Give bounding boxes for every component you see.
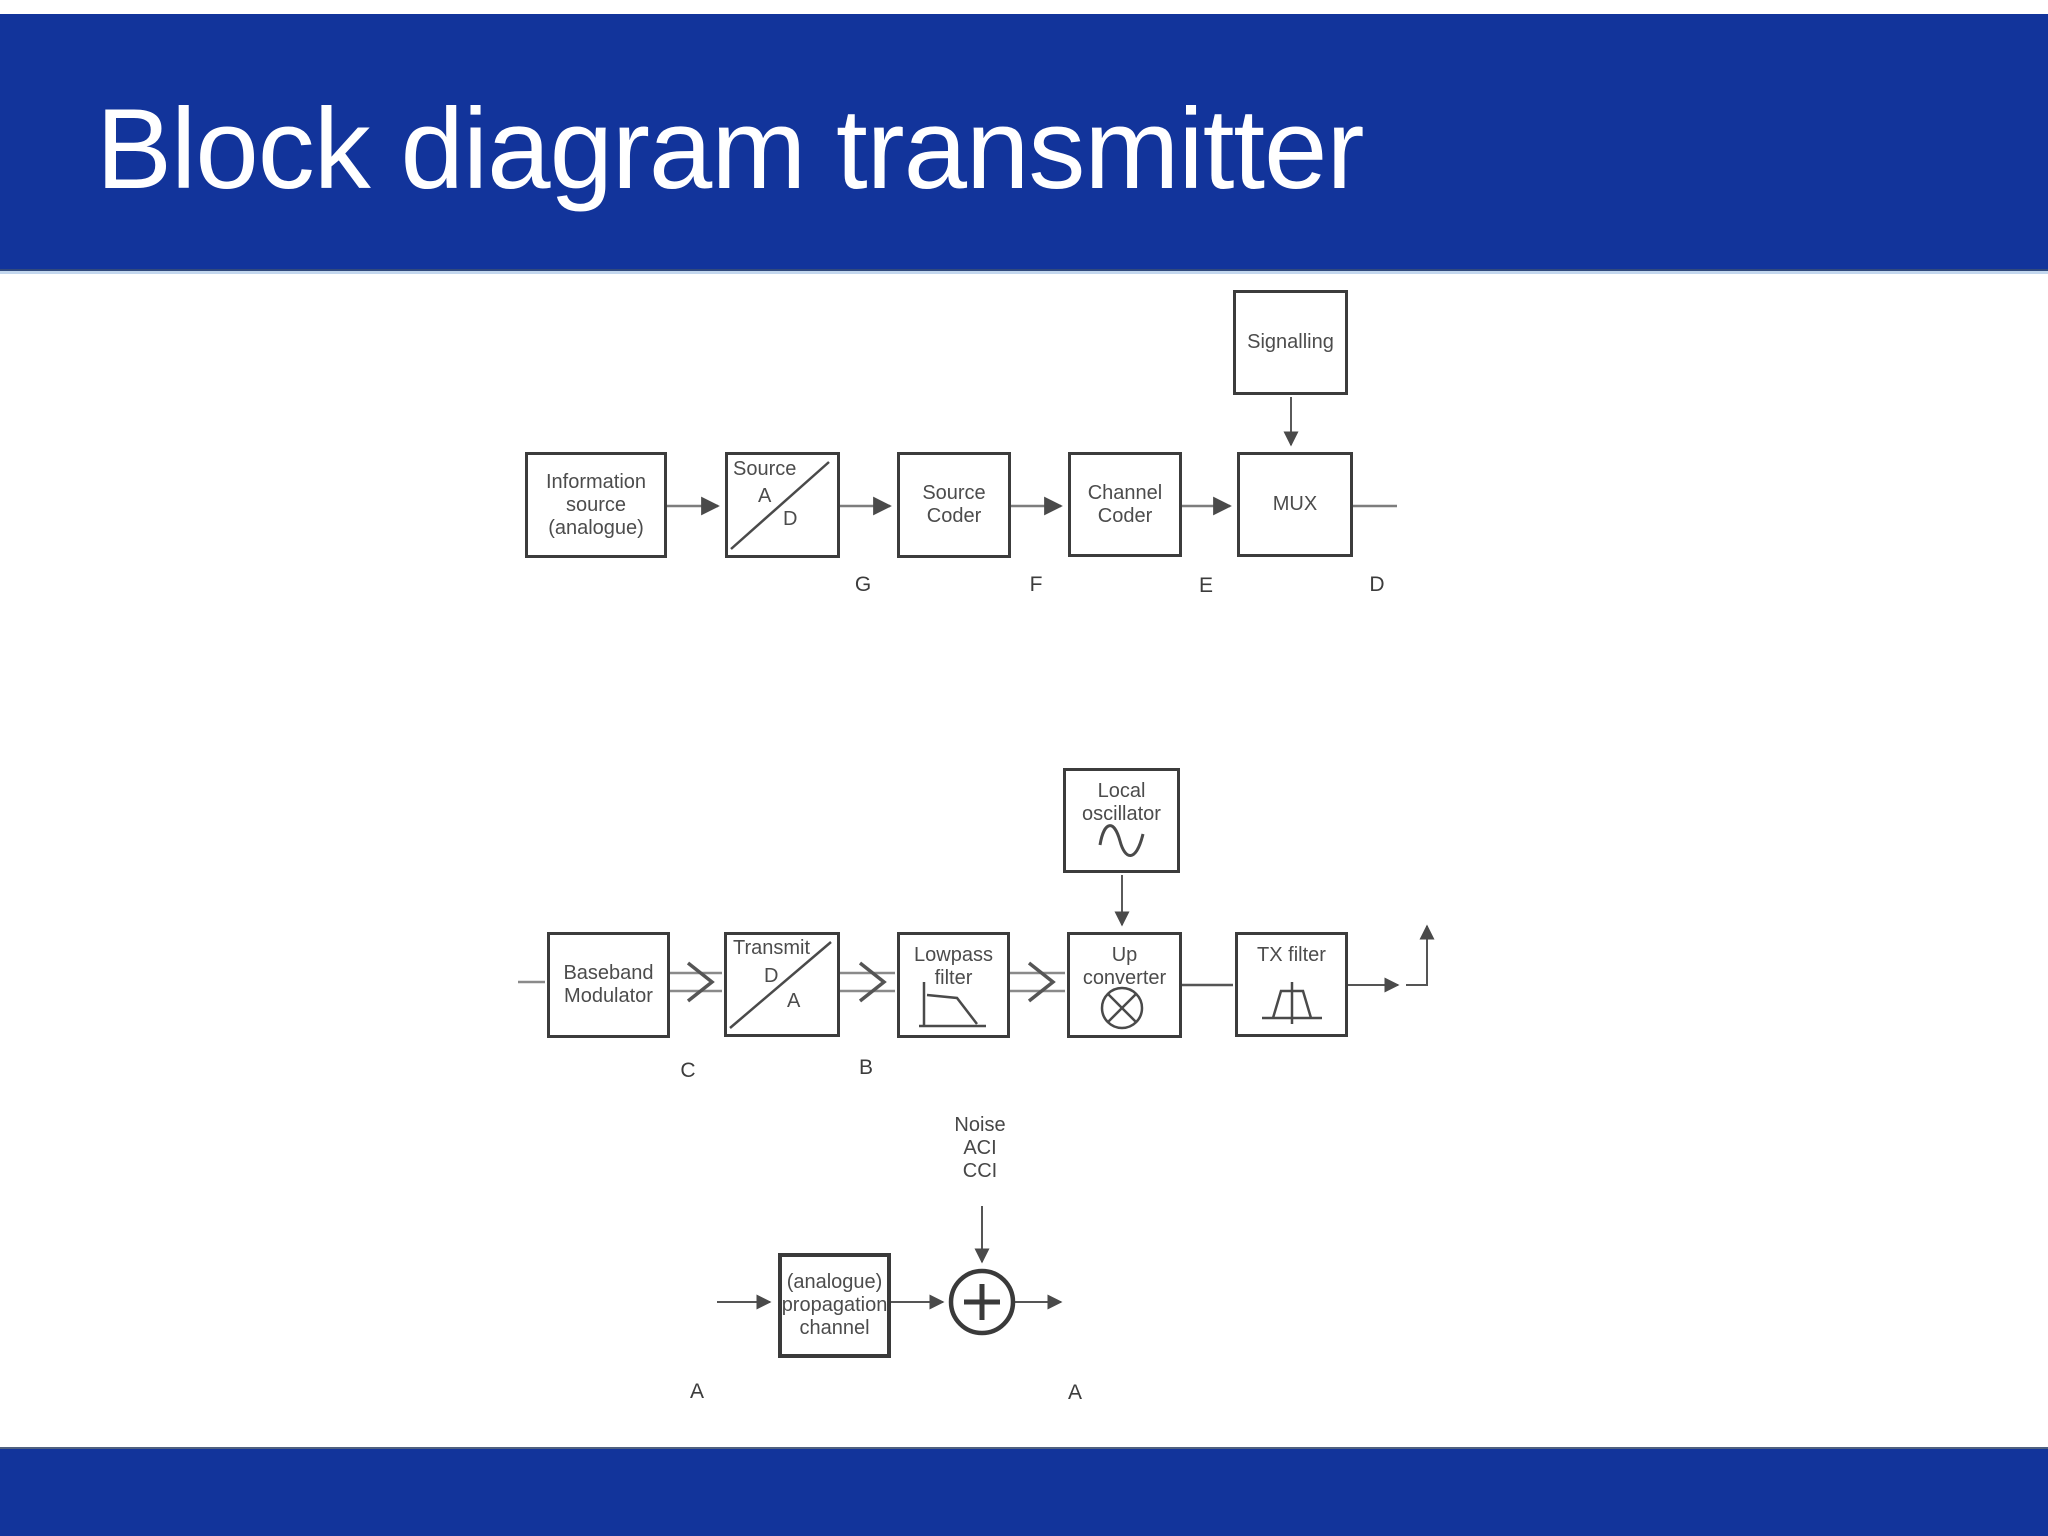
antenna-feed-arrow <box>1406 924 1435 986</box>
transmit-da-label: Transmit <box>733 937 811 959</box>
point-label-c: C <box>680 1059 696 1082</box>
channel-coder-box: Channel Coder <box>1068 452 1182 557</box>
bus-transmit-to-lowpass <box>840 961 895 1003</box>
transmit-da-lower-letter: A <box>787 990 801 1012</box>
mux-box: MUX <box>1237 452 1353 557</box>
source-ad-label: Source <box>733 458 797 480</box>
source-ad-lower-letter: D <box>783 508 798 530</box>
point-label-a-left: A <box>689 1380 705 1403</box>
up-converter-label: Up converter <box>1082 944 1167 989</box>
propagation-channel-box: (analogue) propagation channel <box>778 1253 891 1358</box>
slide-title: Block diagram transmitter <box>96 86 1364 213</box>
point-label-f: F <box>1029 573 1043 596</box>
point-label-b: B <box>858 1056 874 1079</box>
signalling-box: Signalling <box>1233 290 1348 395</box>
bus-baseband-to-transmit <box>670 961 722 1003</box>
slide-footer-bar <box>0 1447 2048 1536</box>
tx-filter-label: TX filter <box>1257 944 1326 966</box>
transmit-da-upper-letter: D <box>764 965 779 987</box>
signalling-label: Signalling <box>1247 331 1334 353</box>
bus-lowpass-to-upconverter <box>1010 961 1065 1003</box>
point-label-d: D <box>1369 573 1385 596</box>
lowpass-filter-label: Lowpass filter <box>914 944 993 989</box>
source-ad-upper-letter: A <box>758 485 772 507</box>
information-source-box: Information source (analogue) <box>525 452 667 558</box>
point-label-a-right: A <box>1067 1381 1083 1404</box>
local-oscillator-box: Local oscillator <box>1063 768 1180 873</box>
baseband-modulator-label: Baseband Modulator <box>563 962 654 1007</box>
noise-line-2: ACI <box>963 1137 997 1159</box>
source-coder-box: Source Coder <box>897 452 1011 558</box>
point-label-e: E <box>1198 574 1214 597</box>
lowpass-filter-box: Lowpass filter <box>897 932 1010 1038</box>
mux-label: MUX <box>1272 493 1318 515</box>
noise-line-3: CCI <box>962 1160 998 1182</box>
source-coder-label: Source Coder <box>922 482 986 527</box>
baseband-modulator-box: Baseband Modulator <box>547 932 670 1038</box>
bus-chevron-icon <box>1027 961 1056 1003</box>
summing-junction-icon <box>948 1268 1016 1336</box>
bus-chevron-icon <box>686 961 715 1003</box>
channel-coder-label: Channel Coder <box>1087 481 1163 527</box>
slide-header-bar: Block diagram transmitter <box>0 14 2048 269</box>
noise-line-1: Noise <box>954 1114 1006 1136</box>
up-converter-box: Up converter <box>1067 932 1182 1038</box>
bus-chevron-icon <box>858 961 887 1003</box>
propagation-channel-label: (analogue) propagation channel <box>781 1271 888 1339</box>
tx-filter-box: TX filter <box>1235 932 1348 1037</box>
local-oscillator-label: Local oscillator <box>1082 780 1161 825</box>
information-source-label: Information source (analogue) <box>545 470 647 539</box>
noise-annotation: Noise ACI CCI <box>954 1114 1005 1183</box>
point-label-g: G <box>854 573 872 596</box>
